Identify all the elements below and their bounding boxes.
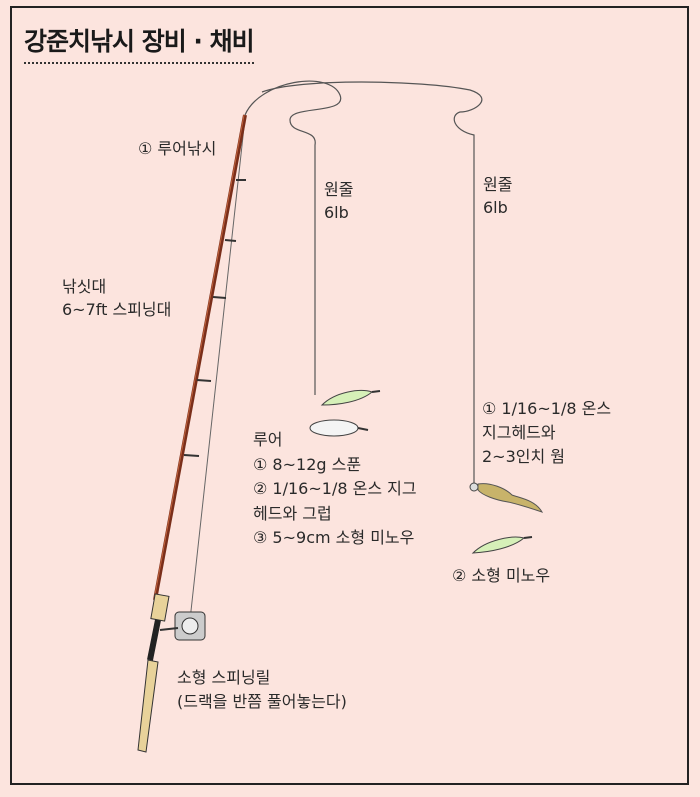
line-to-reel	[189, 117, 246, 621]
reel-label-line: 소형 스피닝릴	[177, 668, 271, 687]
lure-label-line: 헤드와 그럽	[253, 503, 332, 523]
line-label-line: 6lb	[324, 203, 349, 222]
spinning-reel	[159, 611, 206, 641]
lure-label-line: ③ 5~9cm 소형 미노우	[253, 528, 415, 547]
rig-name-label: ① 루어낚시	[138, 139, 217, 158]
reel-label-line: (드랙을 반쯤 풀어놓는다)	[177, 692, 347, 711]
lure-left-label: 루어 ① 8~12g 스푼 ② 1/16~1/8 온스 지그 헤드와 그럽 ③ …	[253, 428, 417, 551]
spoon-lure	[309, 419, 369, 437]
rod-label-line: 6~7ft 스피닝대	[62, 300, 172, 319]
minnow-lure-right	[471, 536, 533, 554]
page-title: 강준치낚시 장비 · 채비	[24, 22, 255, 64]
line-label-line: 원줄	[483, 175, 513, 194]
lure-label-line: 루어	[253, 430, 283, 449]
jighead-grub-lure	[469, 482, 544, 513]
line-label-line: 6lb	[483, 198, 508, 217]
rod-guides	[183, 179, 246, 457]
main-line-right	[261, 81, 483, 485]
main-line-left	[244, 80, 342, 395]
minnow-lure-left	[320, 390, 381, 406]
diagram-frame	[10, 6, 689, 785]
minnow-right-label: ② 소형 미노우	[452, 566, 551, 585]
line-label-line: 원줄	[324, 180, 354, 199]
lure-label-line: ① 1/16~1/8 온스	[482, 399, 612, 418]
rod-blank	[153, 114, 247, 601]
line-right-label: 원줄 6lb	[483, 173, 512, 219]
line-left-label: 원줄 6lb	[324, 178, 353, 224]
lure-label-line: 지그헤드와	[482, 423, 556, 442]
rod-fore-grip	[150, 593, 170, 622]
lure-label-line: ② 1/16~1/8 온스 지그	[253, 479, 417, 498]
rod-label-line: 낚싯대	[62, 277, 107, 296]
lure-label-line: 2~3인치 웜	[482, 447, 566, 466]
rod-label: 낚싯대 6~7ft 스피닝대	[62, 275, 171, 321]
lure-label-line: ① 8~12g 스푼	[253, 454, 362, 474]
lure-right-label: ① 1/16~1/8 온스 지그헤드와 2~3인치 웜	[482, 397, 611, 469]
rod-handle	[137, 659, 159, 753]
reel-seat	[147, 619, 161, 661]
reel-label: 소형 스피닝릴 (드랙을 반쯤 풀어놓는다)	[177, 666, 347, 714]
